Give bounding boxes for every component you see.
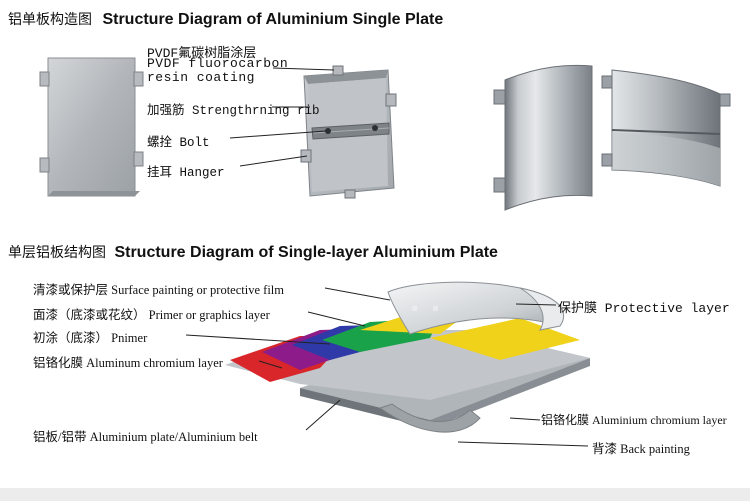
flat-panel-front [39,57,144,197]
hanger-label: 挂耳 Hanger [147,166,225,180]
back-painting-label: 背漆 Back painting [592,442,690,456]
back-panel [300,65,397,199]
top-title-en: Structure Diagram of Aluminium Single Pl… [102,11,444,28]
layered-plate: · · [225,281,590,433]
top-title-cn: 铝单板构造图 [8,11,92,27]
coating-label-en-1: PVDF fluorocarbon [147,56,289,71]
bottom-strip [0,488,750,501]
plate-belt-label: 铝板/铝带 Aluminium plate/Aluminium belt [33,430,258,444]
pnimer-label: 初涂（底漆） Pnimer [33,331,148,345]
chromium-right-label: 铝铬化膜 Aluminium chromium layer [541,413,727,427]
bottom-leader-lines [185,287,589,447]
chromium-left-label: 铝铬化膜 Aluminum chromium layer [33,356,223,370]
top-leader-lines [229,67,335,167]
bolt-label: 螺拴 Bolt [147,136,210,150]
svg-text:· ·: · · [410,290,442,328]
coating-label-en-2: resin coating [147,70,255,85]
surface-layer-label: 清漆或保护层 Surface painting or protective fi… [33,283,284,297]
bottom-title-cn: 单层铝板结构图 [8,244,106,260]
bottom-title-en: Structure Diagram of Single-layer Alumin… [114,244,498,261]
coating-label-cn: PVDF氟碳树脂涂层 [147,46,257,61]
bottom-title: 单层铝板结构图 Structure Diagram of Single-laye… [8,242,498,262]
top-title: 铝单板构造图 Structure Diagram of Aluminium Si… [8,9,443,29]
protective-layer-label: 保护膜 Protective layer [558,301,730,316]
curved-panel-convex [493,64,593,211]
primer-graphics-label: 面漆（底漆或花纹） Primer or graphics layer [33,308,270,322]
curved-panel-concave [601,69,731,187]
rib-label: 加强筋 Strengthrning rib [147,104,320,118]
